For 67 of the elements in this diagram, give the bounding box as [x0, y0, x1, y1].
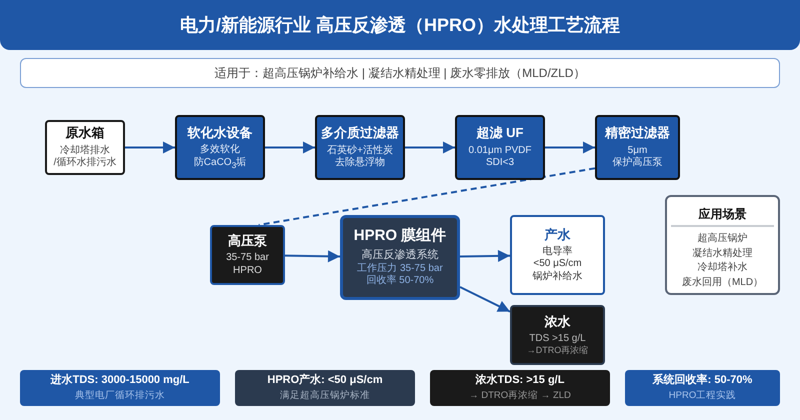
- box-detail: HPRO: [233, 264, 262, 278]
- card-list: 超高压锅炉: [698, 232, 748, 246]
- process-box: [175, 115, 265, 180]
- box-detail: 电导率: [542, 246, 572, 258]
- card-list: 冷却塔补水: [698, 261, 748, 276]
- box-detail: →DTRO再浓缩: [526, 345, 588, 356]
- stat-box: [430, 370, 610, 406]
- stat-note: 典型电厂循环排污水: [75, 390, 165, 402]
- stat-note: 满足超高压锅炉标准: [280, 390, 370, 402]
- stat-title: HPRO产水: <50 μS/cm: [267, 374, 383, 388]
- stat-box: [625, 370, 780, 406]
- box-detail: TDS >15 g/L: [529, 332, 586, 346]
- tank-box: [45, 120, 125, 175]
- box-detail: 去除悬浮物: [335, 157, 385, 170]
- box-detail: 多效软化: [200, 144, 240, 156]
- subtitle-text: 适用于：超高压锅炉补给水 | 凝结水精处理 | 废水零排放（MLD/ZLD）: [214, 66, 586, 80]
- stat-box: [235, 370, 415, 406]
- box-detail: 冷却塔排水: [60, 144, 110, 156]
- box-title: 软化水设备: [188, 124, 252, 142]
- arrow: [405, 142, 455, 154]
- product-water-box: [510, 215, 605, 295]
- box-title: 多介质过滤器: [321, 125, 399, 142]
- pump-box: [210, 225, 285, 285]
- membrane-box: [340, 215, 460, 300]
- box-title: 原水箱: [66, 125, 104, 142]
- subtitle-banner: [20, 58, 780, 88]
- box-detail: /循环水排污水: [54, 157, 116, 170]
- card-list: 废水回用（MLD）: [682, 276, 764, 290]
- stat-box: [20, 370, 220, 406]
- box-title: 浓水: [544, 314, 570, 330]
- box-detail: 5μm: [628, 144, 648, 156]
- box-detail: 0.01μm PVDF: [468, 144, 532, 158]
- box-detail: 35-75 bar: [226, 252, 269, 265]
- arrow: [460, 286, 510, 313]
- box-title: 产水: [544, 226, 570, 243]
- stat-title: 进水TDS: 3000-15000 mg/L: [50, 374, 190, 388]
- card-title: 应用场景: [698, 207, 746, 222]
- card-list: 凝结水精处理: [692, 246, 752, 261]
- stat-title: 浓水TDS: >15 g/L: [476, 374, 564, 388]
- box-detail: 高压反渗透系统: [362, 249, 438, 262]
- stat-title: 系统回收率: 50-70%: [652, 374, 752, 388]
- arrow: [265, 142, 315, 154]
- process-box: [595, 115, 680, 180]
- box-title: 精密过滤器: [605, 125, 670, 142]
- concentrate-box: [510, 305, 605, 365]
- box-title: HPRO 膜组件: [354, 227, 446, 246]
- info-card: [665, 195, 780, 295]
- box-detail: 保护高压泵: [612, 157, 662, 170]
- box-title: 超滤 UF: [476, 125, 524, 142]
- box-detail: 锅炉补给水: [532, 270, 582, 284]
- connector-line: [258, 167, 596, 226]
- process-box: [315, 115, 405, 180]
- box-detail: 工作压力 35-75 bar: [357, 262, 443, 274]
- stat-note: HPRO工程实践: [668, 390, 736, 402]
- process-box: [455, 115, 545, 180]
- box-title: 高压泵: [228, 232, 267, 250]
- box-detail: 石英砂+活性炭: [327, 144, 393, 156]
- diagram-title: 电力/新能源行业 高压反渗透（HPRO）水处理工艺流程: [180, 14, 620, 37]
- box-detail: SDI<3: [486, 157, 514, 170]
- box-detail: 防CaCO$_{3}$垢: [194, 156, 246, 170]
- box-detail: <50 μS/cm: [533, 258, 582, 270]
- arrow: [284, 250, 340, 262]
- box-detail: 回收率 50-70%: [366, 275, 434, 288]
- arrow: [460, 250, 510, 262]
- arrow: [125, 142, 175, 154]
- stat-note: → DTRO再浓缩 → ZLD: [469, 390, 571, 402]
- arrow: [545, 142, 595, 154]
